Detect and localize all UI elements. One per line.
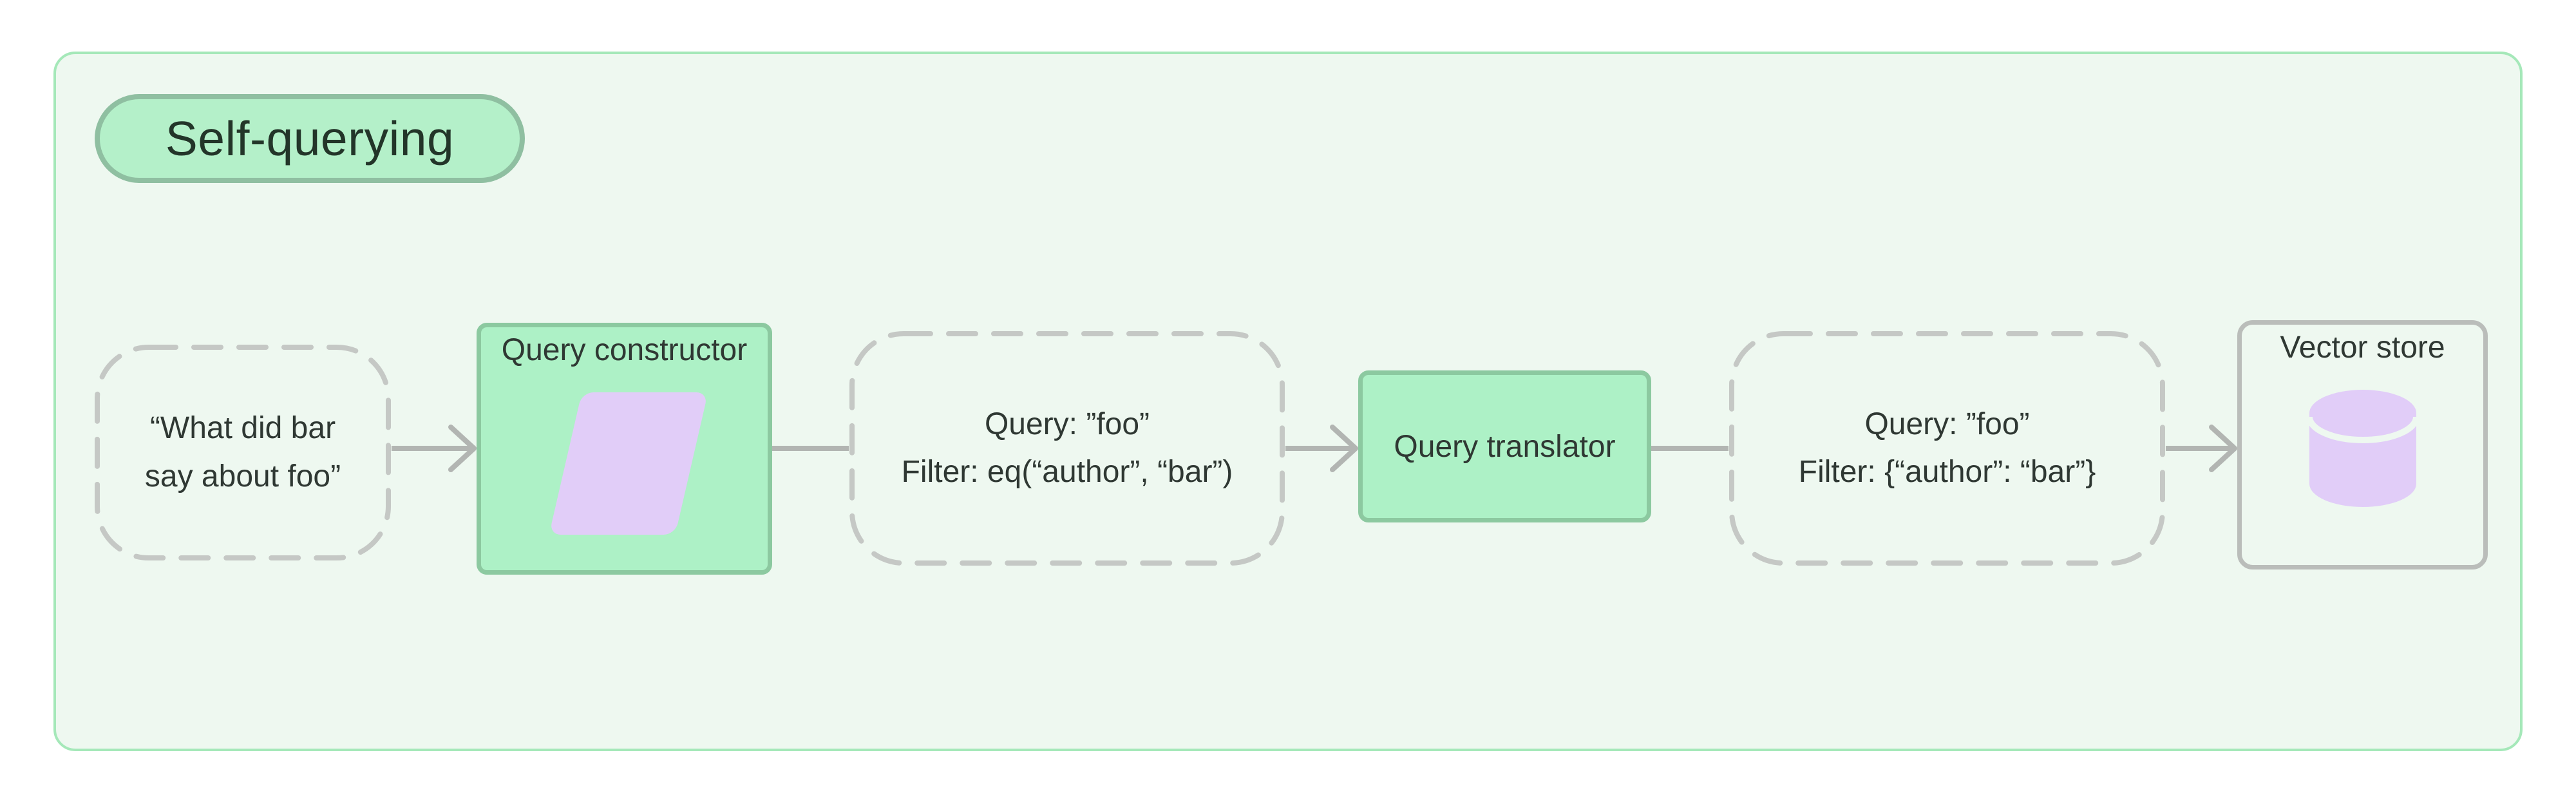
node-query-constructor: Query constructor [477, 323, 772, 575]
arrowhead-icon [2209, 425, 2237, 472]
dashed-border [1729, 331, 2165, 566]
text-line: Filter: eq(“author”, “bar”) [901, 455, 1233, 489]
connector-user-query-to-constructor [392, 425, 477, 472]
node-vector-store: Vector store [2237, 320, 2488, 570]
node-translated-query: Query: ”foo” Filter: {“author”: “bar”} [1728, 330, 2166, 566]
connector-translator-to-translated-query [1651, 446, 1728, 451]
parallelogram-icon [549, 392, 708, 535]
text-line: Query: ”foo” [984, 407, 1150, 441]
dashed-border [849, 331, 1285, 566]
arrowhead-icon [1330, 425, 1358, 472]
node-vector-store-label: Vector store [2280, 330, 2445, 365]
node-user-query: “What did bar say about foo” [94, 344, 392, 561]
node-structured-query-text: Query: ”foo” Filter: eq(“author”, “bar”) [849, 330, 1285, 566]
diagram-title: Self-querying [165, 111, 455, 166]
node-query-translator-label: Query translator [1394, 429, 1616, 464]
text-line: Query: ”foo” [1864, 407, 2030, 441]
connector-structured-query-to-translator [1285, 425, 1358, 472]
dashed-border [95, 345, 391, 560]
node-user-query-text: “What did bar say about foo” [94, 344, 392, 561]
text-line: Filter: {“author”: “bar”} [1798, 455, 2096, 489]
text-line: “What did bar [149, 411, 336, 446]
node-query-constructor-label: Query constructor [501, 333, 748, 367]
arrowhead-icon [448, 425, 477, 472]
diagram-canvas: Self-querying “What did bar say about fo… [53, 52, 2523, 751]
node-query-translator: Query translator [1358, 370, 1651, 522]
database-cylinder-icon [2306, 386, 2420, 512]
node-translated-query-text: Query: ”foo” Filter: {“author”: “bar”} [1728, 330, 2166, 566]
connector-translated-query-to-vector-store [2166, 425, 2237, 472]
text-line: say about foo” [144, 459, 341, 493]
diagram-title-badge: Self-querying [95, 94, 525, 183]
connector-constructor-to-structured-query [772, 446, 849, 451]
node-structured-query: Query: ”foo” Filter: eq(“author”, “bar”) [849, 330, 1285, 566]
